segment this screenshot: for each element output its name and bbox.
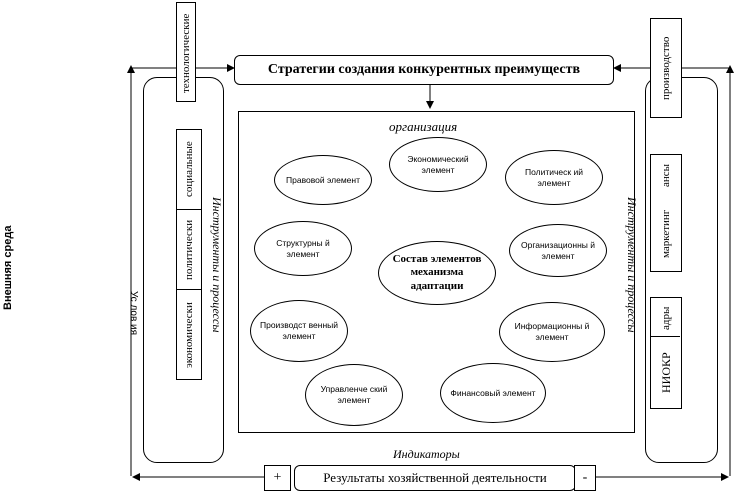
element-informational: Информационны й элемент xyxy=(499,302,605,362)
element-structural: Структурны й элемент xyxy=(254,221,352,276)
left-tools-label: Инструменты и процессы xyxy=(210,197,224,333)
external-env-label: Внешняя среда xyxy=(2,225,14,310)
factor-rnd: НИОКР xyxy=(659,352,673,394)
element-political: Политическ ий элемент xyxy=(505,150,603,205)
factor-production: производство xyxy=(660,36,672,100)
minus-sign: - xyxy=(582,470,588,485)
organization-label: организация xyxy=(388,119,459,135)
element-economic: Экономический элемент xyxy=(389,137,487,192)
strategy-box: Стратегии создания конкурентных преимуще… xyxy=(234,55,614,85)
indicators-label: Индикаторы xyxy=(393,447,460,461)
element-organizational: Организационны й элемент xyxy=(509,224,607,277)
factor-political: политически xyxy=(183,219,195,281)
plus-sign: + xyxy=(273,470,282,485)
element-managerial: Управленче ский элемент xyxy=(305,364,403,426)
minus-box: - xyxy=(574,465,596,491)
element-legal: Правовой элемент xyxy=(274,155,372,205)
factor-finance: ансы xyxy=(660,163,672,187)
plus-box: + xyxy=(264,465,291,491)
factor-production-box: производство xyxy=(650,18,682,118)
left-factors-box: социальные политически экономически xyxy=(176,129,202,380)
results-label: Результаты хозяйственной деятельности xyxy=(323,470,547,485)
results-box: Результаты хозяйственной деятельности xyxy=(294,465,576,491)
element-production: Производст венный элемент xyxy=(250,300,348,362)
factor-social: социальные xyxy=(183,141,195,197)
factor-personnel: адры xyxy=(660,306,672,330)
factor-technological: технологические xyxy=(180,13,192,93)
factor-finance-marketing-box: ансы маркетинг xyxy=(650,154,682,272)
center-ellipse: Состав элементов механизма адаптации xyxy=(378,241,496,305)
factor-economic: экономически xyxy=(183,302,195,368)
factor-personnel-rnd-box: адры НИОКР xyxy=(650,297,682,409)
conditions-label: Ус лов ия xyxy=(128,291,139,336)
element-financial: Финансовый элемент xyxy=(440,363,546,423)
right-tools-label: Инструменты и процессы xyxy=(625,197,639,333)
factor-marketing: маркетинг xyxy=(660,209,672,259)
strategy-title: Стратегии создания конкурентных преимуще… xyxy=(267,62,581,77)
factor-technological-box: технологические xyxy=(176,2,196,102)
